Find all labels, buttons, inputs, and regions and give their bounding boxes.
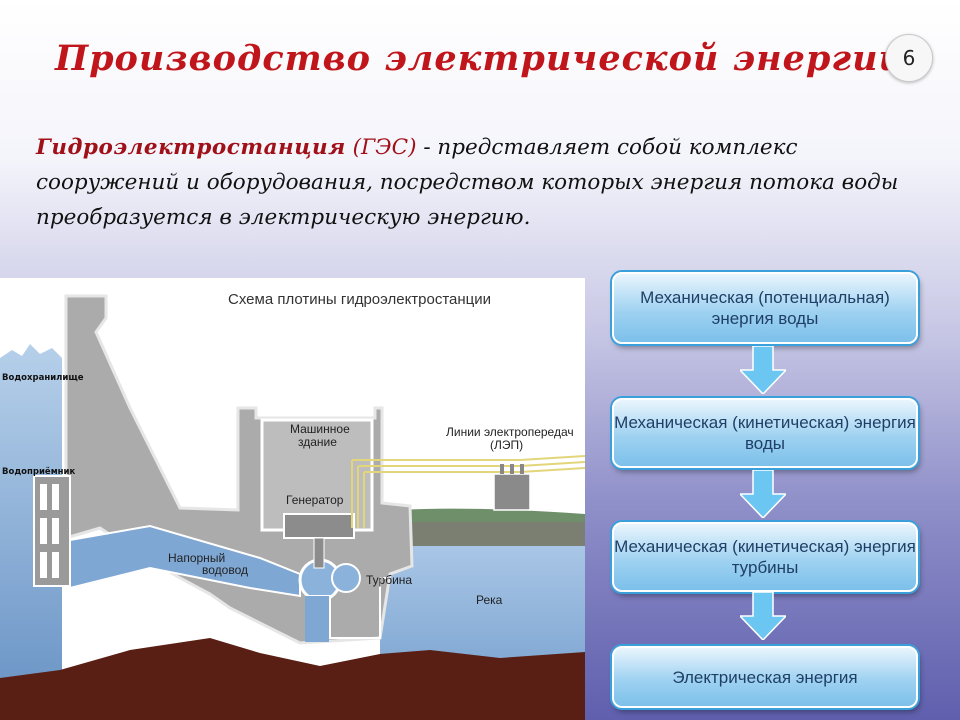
slide-title: Производство электрической энергии	[55, 38, 905, 79]
flow-arrow-2-icon	[740, 470, 786, 518]
scheme-title: Схема плотины гидроэлектростанции	[228, 291, 491, 308]
label-machine-hall-2: здание	[298, 435, 337, 449]
reservoir-water	[0, 344, 62, 678]
generator	[283, 513, 355, 539]
flow-step-2: Механическая (кинетическая) энергия воды	[612, 398, 918, 468]
label-power-lines-2: (ЛЭП)	[490, 438, 523, 452]
label-power-lines-1: Линии электропередач	[446, 425, 574, 439]
page-number-badge: 6	[885, 34, 933, 82]
label-penstock-1: Напорный	[168, 551, 225, 565]
definition-body: представляет собой комплекс сооружений и…	[36, 135, 899, 230]
label-river: Река	[476, 593, 503, 607]
flow-step-4: Электрическая энергия	[612, 646, 918, 708]
definition-dash: -	[416, 135, 438, 160]
penstock	[69, 524, 301, 598]
label-machine-hall-1: Машинное	[290, 422, 350, 436]
flow-arrow-3-icon	[740, 592, 786, 640]
definition-abbreviation: (ГЭС)	[352, 135, 417, 160]
ground	[0, 638, 585, 720]
definition-text: Гидроэлектростанция (ГЭС) - представляет…	[36, 130, 926, 235]
dam-scheme-diagram: Схема плотины гидроэлектростанции Водохр…	[0, 278, 585, 720]
label-intake: Водоприёмник	[2, 467, 75, 477]
energy-conversion-flow: Механическая (потенциальная) энергия вод…	[612, 268, 918, 718]
definition-term: Гидроэлектростанция	[36, 135, 346, 160]
label-turbine: Турбина	[366, 573, 412, 587]
flow-step-3: Механическая (кинетическая) энергия турб…	[612, 522, 918, 592]
label-reservoir: Водохранилище	[2, 373, 84, 383]
label-penstock-2: водовод	[202, 563, 248, 577]
transformer	[493, 464, 531, 511]
intake-grille	[33, 475, 71, 587]
label-generator: Генератор	[286, 493, 344, 507]
dam-scheme-svg: Схема плотины гидроэлектростанции Водохр…	[0, 291, 585, 720]
flow-step-1: Механическая (потенциальная) энергия вод…	[612, 272, 918, 344]
flow-arrow-1-icon	[740, 346, 786, 394]
